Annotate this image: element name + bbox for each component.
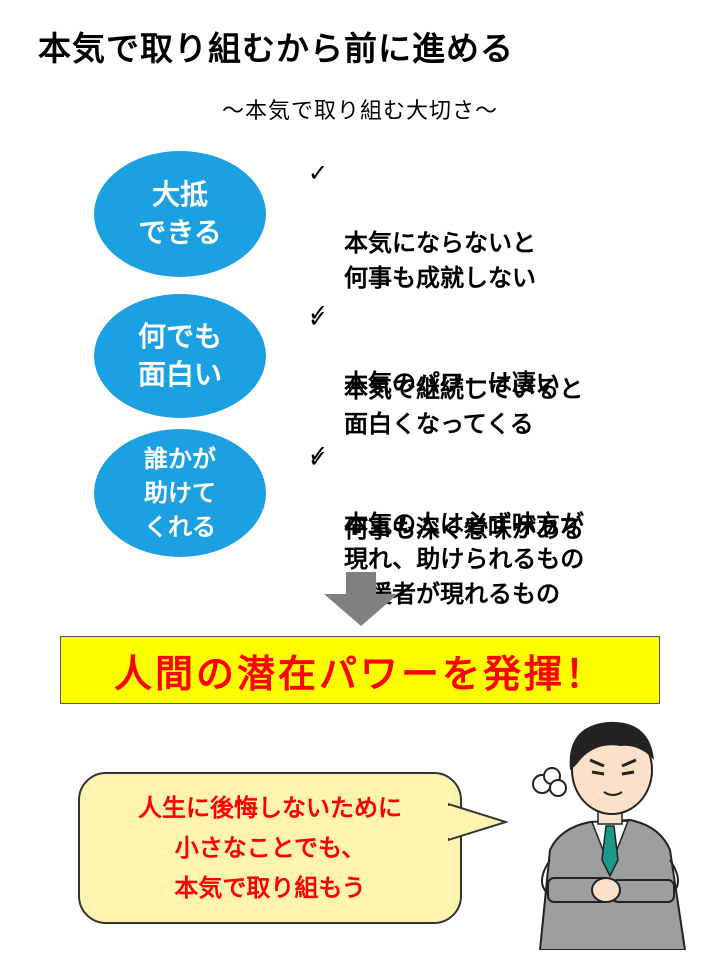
bubble-everything-interesting: 何でも 面白い bbox=[94, 294, 266, 418]
bubble-label: 誰かが 助けて くれる bbox=[144, 445, 216, 541]
check-icon: ✓ bbox=[308, 445, 329, 473]
point-text: 何事も深く意味がある bbox=[344, 515, 584, 543]
point-text: 本気で継続していると 面白くなってくる bbox=[344, 375, 584, 438]
page-subtitle: 〜本気で取り組む大切さ〜 bbox=[221, 99, 498, 124]
check-icon: ✓ bbox=[308, 299, 329, 327]
check-icon: ✓ bbox=[308, 440, 329, 468]
points-list-3: ✓ 本気の人は必ず味方が 現れ、助けられるもの 応援者が現れるもの bbox=[308, 437, 708, 612]
result-banner: 人間の潜在パワーを発揮！ bbox=[60, 636, 660, 704]
point-item: ✓ 本気の人は必ず味方が 現れ、助けられるもの 応援者が現れるもの bbox=[308, 437, 708, 612]
page-title: 本気で取り組むから前に進める bbox=[38, 29, 514, 68]
check-icon: ✓ bbox=[308, 159, 329, 187]
bubble-can-mostly-do: 大抵 できる bbox=[94, 151, 266, 277]
points-list-2: ✓ 本気で継続していると 面白くなってくる ✓ 何事も深く意味がある bbox=[308, 302, 708, 547]
point-text: 本気のパワーは凄い bbox=[344, 369, 560, 397]
down-arrow-icon bbox=[324, 572, 398, 626]
point-text: 本気の人は必ず味方が 現れ、助けられるもの 応援者が現れるもの bbox=[344, 510, 585, 608]
bubble-label: 大抵 できる bbox=[138, 178, 222, 249]
businessman-illustration bbox=[532, 721, 687, 950]
point-item: ✓ 本気で継続していると 面白くなってくる bbox=[308, 302, 708, 442]
points-list-1: ✓ 本気にならないと 何事も成就しない ✓ 本気のパワーは凄い bbox=[308, 156, 708, 401]
speech-bubble: 人生に後悔しないために 小さなことでも、 本気で取り組もう bbox=[78, 772, 462, 924]
point-item: ✓ 本気のパワーは凄い bbox=[308, 296, 708, 401]
check-icon: ✓ bbox=[308, 305, 329, 333]
point-item: ✓ 本気にならないと 何事も成就しない bbox=[308, 156, 708, 296]
bubble-someone-helps: 誰かが 助けて くれる bbox=[94, 429, 266, 557]
steam-puff-icon bbox=[532, 767, 567, 797]
speech-bubble-tail bbox=[448, 802, 508, 842]
speech-text: 人生に後悔しないために 小さなことでも、 本気で取り組もう bbox=[138, 794, 402, 902]
bubble-label: 何でも 面白い bbox=[137, 320, 222, 391]
point-text: 本気にならないと 何事も成就しない bbox=[344, 229, 536, 292]
point-item: ✓ 何事も深く意味がある bbox=[308, 442, 708, 547]
